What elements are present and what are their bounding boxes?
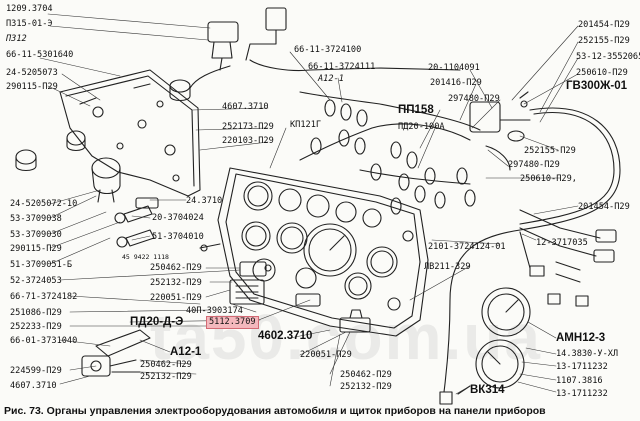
part-label: 220051-П29 xyxy=(150,293,202,303)
part-label: 13-1711232 xyxy=(556,389,608,399)
part-label: 290115-П29 xyxy=(10,244,62,254)
part-label: 252155-П29 xyxy=(524,146,576,156)
control-panel-bracket xyxy=(59,69,201,197)
part-label: 53-3709030 xyxy=(10,230,62,240)
part-label: А12-1 xyxy=(318,74,344,84)
part-label: 14.3830-У-ХЛ xyxy=(556,349,619,359)
part-label: 13-1711232 xyxy=(556,362,608,372)
part-label: 250462-П29 xyxy=(340,370,392,380)
part-label: 252173-П29 xyxy=(222,122,274,132)
part-label: 24-5205073 xyxy=(6,68,58,78)
part-label: 252132-П29 xyxy=(150,278,202,288)
bulb-sockets xyxy=(299,91,481,215)
instrument-cable xyxy=(439,107,621,405)
top-switch-connector xyxy=(189,7,461,89)
part-label: 252155-П29 xyxy=(578,36,630,46)
part-label: 251086-П29 xyxy=(10,308,62,318)
left-switches xyxy=(15,79,191,203)
external-gauges xyxy=(457,287,531,395)
part-label: 250610-П29, xyxy=(520,174,577,184)
part-label: 4607.3710 xyxy=(10,381,57,391)
part-label: ПД20-Д-Э xyxy=(130,316,184,328)
part-label: 4607.3710 xyxy=(222,102,269,112)
part-label: 297480-П29 xyxy=(448,94,500,104)
part-label: 66-11-5301640 xyxy=(6,50,74,60)
part-label: 24-5205072-10 xyxy=(10,199,78,209)
instrument-cluster xyxy=(217,167,429,337)
part-label: 252132-П29 xyxy=(340,382,392,392)
part-label: ВК314 xyxy=(470,384,505,396)
fuse-relay-block xyxy=(469,91,531,171)
part-label: 1107.3816 xyxy=(556,376,603,386)
part-label: 2101-3724124-01 xyxy=(428,242,506,252)
watermark: ta50.com.ua xyxy=(150,301,542,373)
part-label: 1209.3704 xyxy=(6,4,53,14)
part-label: 297480-П29 xyxy=(508,160,560,170)
part-label: ПД20-100А xyxy=(398,122,445,132)
part-label: 66-11-3724100 xyxy=(294,45,362,55)
part-label: 252132-П29 xyxy=(140,372,192,382)
figure-caption: Рис. 73. Органы управления электрооборуд… xyxy=(4,405,546,417)
part-label: 51-3709051-Б xyxy=(10,260,73,270)
part-label: 250462-П29 xyxy=(140,360,192,370)
part-label: 201416-П29 xyxy=(430,78,482,88)
part-label: 66-11-3724111 xyxy=(308,62,376,72)
part-label: 24.3710 xyxy=(186,196,223,206)
part-label: 52-3724053 xyxy=(10,276,62,286)
part-label: ПП158 xyxy=(398,104,434,116)
part-label: 66-01-3731040 xyxy=(10,336,78,346)
bottom-left-switch xyxy=(81,329,151,377)
part-label: КП121Г xyxy=(290,120,322,130)
part-label: П315-01-Э xyxy=(6,19,53,29)
part-label: 201454-П29 xyxy=(578,20,630,30)
figure-caption-text: Органы управления электрооборудования ав… xyxy=(46,405,546,417)
part-label: 51-3704010 xyxy=(152,232,204,242)
part-label: П312 xyxy=(6,34,27,44)
part-label: 40П-3903174 xyxy=(186,306,243,316)
part-label: 20-1104091 xyxy=(428,63,480,73)
part-label: 250610-П29 xyxy=(576,68,628,78)
part-label: 53-3709038 xyxy=(10,214,62,224)
part-label: 290115-П29 xyxy=(6,82,58,92)
part-label: АМН12-3 xyxy=(556,332,606,344)
part-label: 250462-П29 xyxy=(150,263,202,273)
part-label: 45 9422 1118 xyxy=(122,253,169,261)
part-label: 220051-П29 xyxy=(300,350,352,360)
part-label: 66-71-3724182 xyxy=(10,292,78,302)
part-label: А12-1 xyxy=(170,346,202,358)
part-label: 220103-П29 xyxy=(222,136,274,146)
part-label: 4602.3710 xyxy=(258,330,313,342)
part-label: 224599-П29 xyxy=(10,366,62,376)
leader-lines xyxy=(39,13,579,395)
highlighted-part-label[interactable]: 5112.3709 xyxy=(206,316,259,329)
cluster-switches xyxy=(229,261,371,333)
part-label: 201454-П29 xyxy=(578,202,630,212)
part-label: 53-12-3552065 xyxy=(576,52,640,62)
ignition-keys xyxy=(114,197,221,252)
figure-number: Рис. 73. xyxy=(4,405,44,417)
part-label: ЛВ211-329 xyxy=(424,262,471,272)
part-label: 20-3704024 xyxy=(152,213,204,223)
part-label: 12-3717035 xyxy=(536,238,588,248)
part-label: ГВ300Ж-01 xyxy=(566,80,628,92)
sensor-lines xyxy=(519,209,617,307)
part-label: 252233-П29 xyxy=(10,322,62,332)
